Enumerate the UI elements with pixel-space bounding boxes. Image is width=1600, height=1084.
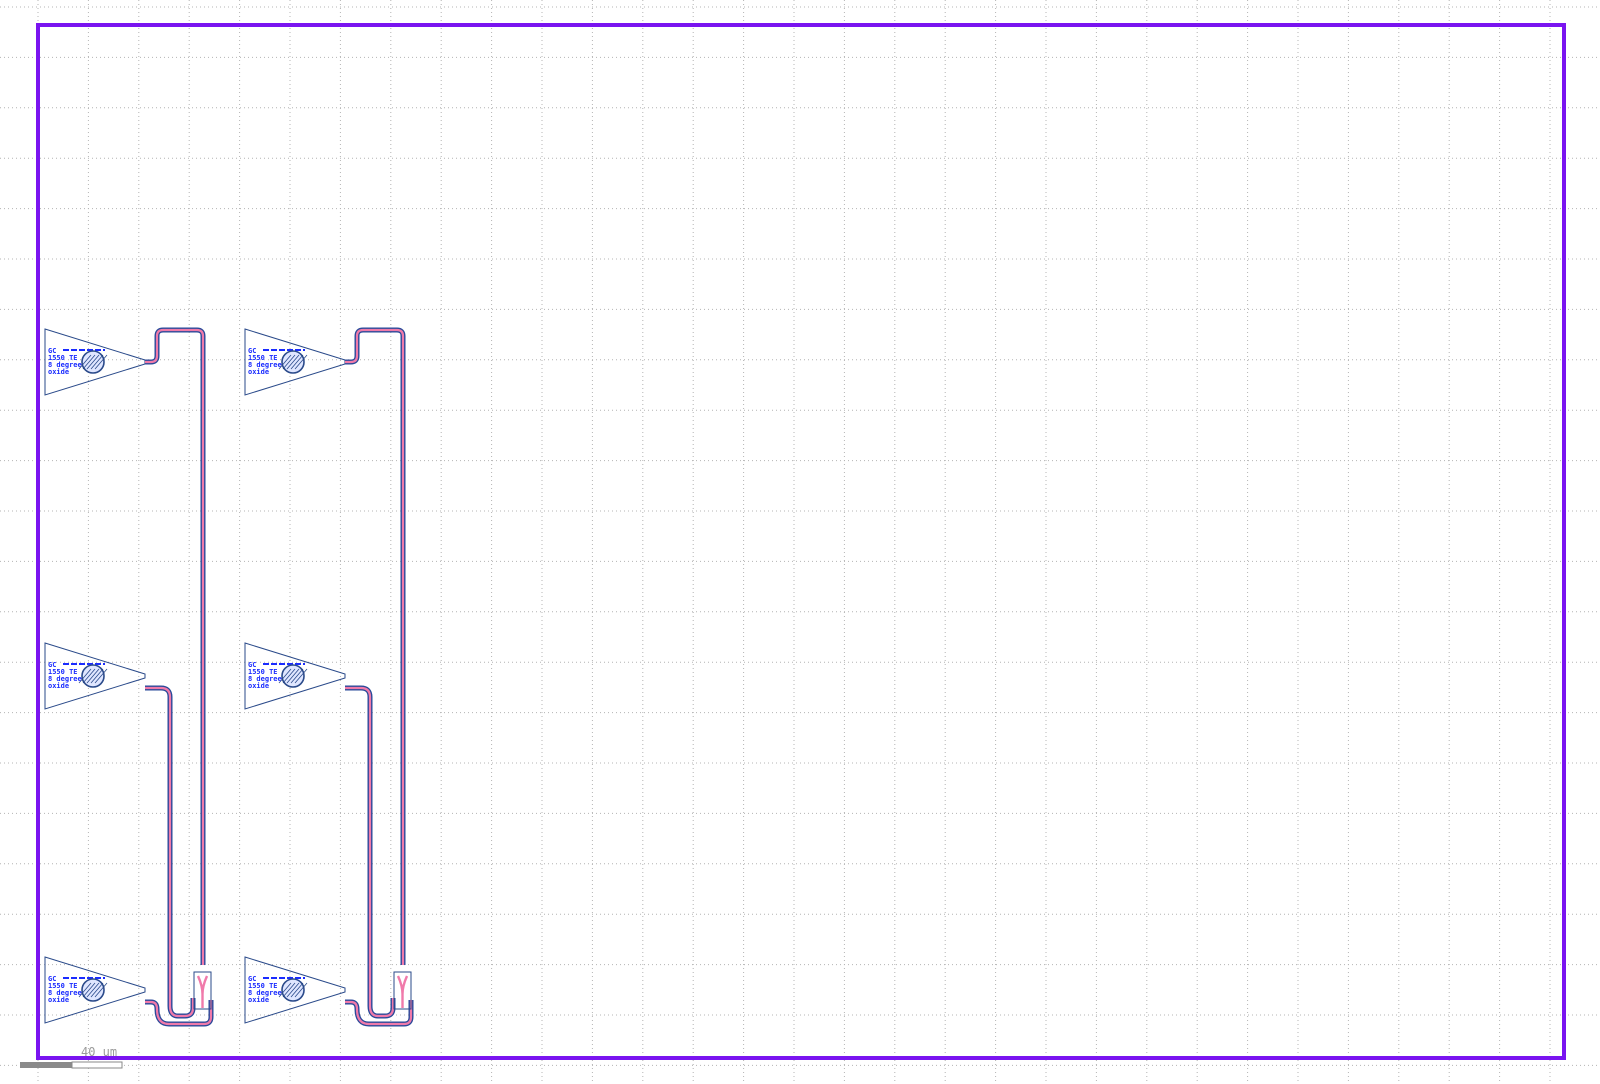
grating-coupler-hatch <box>90 982 104 998</box>
grating-coupler-taper <box>44 956 146 1024</box>
grating-coupler-hatch <box>94 982 108 998</box>
grating-coupler-hatch <box>82 354 96 370</box>
grating-coupler-label: GC <box>48 661 56 669</box>
grating-coupler-hatch <box>86 982 100 998</box>
grating-coupler-taper <box>244 642 346 710</box>
grating-coupler-label: 1550 TE <box>48 668 78 676</box>
grating-coupler-hatch <box>294 982 308 998</box>
grating-coupler-label: 8 degree <box>48 989 82 997</box>
grating-coupler-hatch <box>278 982 292 998</box>
grating-coupler-label: GC <box>248 661 256 669</box>
waveguide-core <box>345 686 395 1018</box>
grating-coupler-hatch <box>294 354 308 370</box>
grating-coupler-label: 8 degree <box>248 675 282 683</box>
grating-coupler-label: GC <box>248 347 256 355</box>
grating-coupler-label: 1550 TE <box>48 982 78 990</box>
grating-coupler-hatch <box>278 668 292 684</box>
waveguide-core <box>345 1000 413 1026</box>
grating-coupler-hatch <box>286 668 300 684</box>
grating-coupler-hatch <box>78 354 92 370</box>
grating-coupler-label: oxide <box>48 682 69 690</box>
scale-bar: 40 um <box>20 1045 123 1069</box>
grating-coupler-label: oxide <box>248 682 269 690</box>
grating-coupler-hatch <box>282 354 296 370</box>
grating-coupler-hatch <box>90 668 104 684</box>
grating-coupler-label: 8 degree <box>48 361 82 369</box>
grating-coupler-label: 1550 TE <box>248 354 278 362</box>
grating-coupler-taper <box>44 642 146 710</box>
floorplan-boundary[interactable] <box>36 23 1566 1060</box>
grating-coupler-hatch <box>90 354 104 370</box>
grating-coupler-label: 1550 TE <box>248 668 278 676</box>
grating-coupler-hatch <box>282 982 296 998</box>
grating-coupler-hatch <box>278 354 292 370</box>
waveguide-core <box>145 328 205 965</box>
waveguide-cladding <box>345 327 406 965</box>
y-branch-outline <box>393 971 412 1010</box>
grating-coupler-label: 1550 TE <box>48 354 78 362</box>
grating-coupler-hatch <box>282 668 296 684</box>
waveguide-cladding <box>145 327 206 965</box>
y-branch-outline <box>193 971 212 1010</box>
scale-bar-dark-segment <box>20 1062 72 1068</box>
grating-coupler-hatch <box>286 354 300 370</box>
grating-coupler-hatch <box>290 668 304 684</box>
grating-coupler-hatch <box>94 668 108 684</box>
grating-coupler-label: oxide <box>248 996 269 1004</box>
y-branch-arms <box>196 975 209 1008</box>
grating-coupler-label: GC <box>248 975 256 983</box>
grating-coupler-hatch <box>82 982 96 998</box>
waveguide-core <box>345 328 405 965</box>
grating-coupler-hatch <box>82 668 96 684</box>
grating-coupler-hatch <box>290 354 304 370</box>
grating-coupler-hatch <box>86 668 100 684</box>
scale-bar-label: 40 um <box>81 1045 117 1059</box>
grating-coupler-label: 8 degree <box>48 675 82 683</box>
grating-coupler-taper <box>244 956 346 1024</box>
grating-coupler-hatch <box>290 982 304 998</box>
grating-coupler-hatch <box>94 354 108 370</box>
grating-coupler-hatch <box>78 982 92 998</box>
grating-coupler-label: 8 degree <box>248 989 282 997</box>
grating-coupler-hatch <box>86 354 100 370</box>
grating-coupler-label: oxide <box>48 996 69 1004</box>
grating-coupler-hatch <box>78 668 92 684</box>
waveguide-core <box>145 686 195 1018</box>
grating-coupler-hatch <box>294 668 308 684</box>
y-branch-splitter[interactable] <box>393 971 412 1010</box>
y-branch-arms <box>396 975 409 1008</box>
grating-coupler-label: oxide <box>248 368 269 376</box>
grating-coupler-label: 1550 TE <box>248 982 278 990</box>
grating-coupler-label: GC <box>48 975 56 983</box>
grating-coupler-label: oxide <box>48 368 69 376</box>
waveguide-core <box>145 1000 213 1026</box>
y-branch-splitter[interactable] <box>193 971 212 1010</box>
grating-coupler-label: GC <box>48 347 56 355</box>
grating-coupler-label: 8 degree <box>248 361 282 369</box>
scale-bar-light-segment <box>71 1061 123 1069</box>
grating-coupler-hatch <box>286 982 300 998</box>
